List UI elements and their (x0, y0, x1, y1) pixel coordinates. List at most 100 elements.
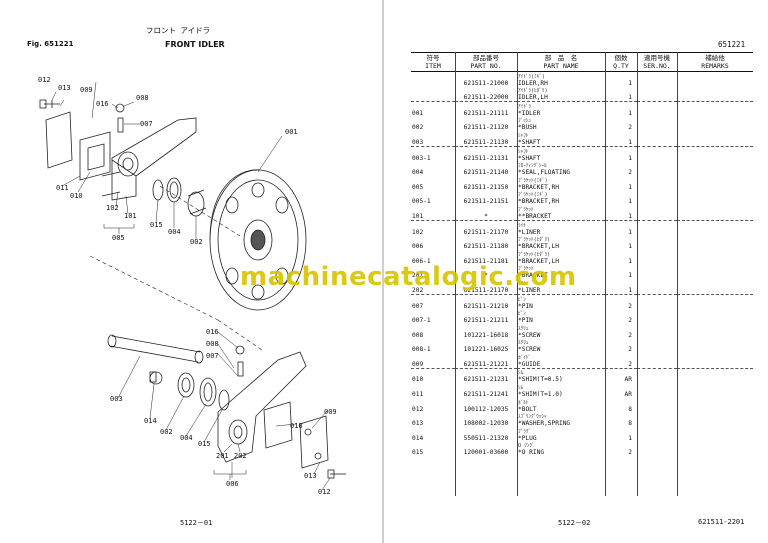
remarks-cell (677, 383, 753, 398)
item-cell: 002 (412, 124, 424, 132)
serial-cell (637, 383, 677, 398)
part-name-cell: ｼｬﾌﾄ*SHAFT (517, 146, 605, 162)
remarks-cell (677, 72, 753, 87)
serial-cell (637, 353, 677, 369)
part-name-cell: ﾌﾞﾗｹｯﾄ**BRACKET (517, 205, 605, 221)
item-cell: 006 (412, 243, 424, 251)
serial-cell (637, 324, 677, 339)
part-name-en: *SHAFT (518, 154, 541, 162)
column-divider (605, 52, 606, 496)
right-footer-center: 5122－02 (558, 519, 591, 527)
part-name-kana: ｱｲﾄﾞﾗ(ﾐｷﾞ) (518, 73, 545, 80)
item-cell: 009 (411, 353, 455, 369)
column-divider (677, 52, 678, 496)
remarks-cell (677, 265, 753, 280)
serial-cell (637, 279, 677, 295)
serial-cell (637, 191, 677, 206)
part-callout: 003 (110, 395, 123, 403)
part-name-cell: ｼｬﾌﾄ*SHAFT (517, 131, 605, 147)
qty-cell: 1 (605, 205, 637, 221)
part-number-cell: 100112-12035 (463, 405, 509, 413)
remarks-cell (677, 398, 753, 413)
part-callout: 001 (285, 128, 298, 136)
part-number-cell: 621511-21181 (463, 257, 509, 265)
part-number-cell: * (455, 205, 517, 221)
item-cell: 005 (412, 183, 424, 191)
part-callout: 006 (226, 480, 239, 488)
remarks-cell (677, 413, 753, 428)
serial-cell (637, 427, 677, 442)
item-cell: 003 (411, 131, 455, 147)
part-callout: 202 (234, 452, 247, 460)
remarks-cell (677, 250, 753, 265)
part-name-en: *GUIDE (518, 360, 541, 368)
part-name-cell: ｽｸﾘｭ*SCREW (517, 324, 605, 339)
item-cell: 202 (411, 279, 455, 295)
item-cell: 010 (412, 376, 424, 384)
qty-cell: 2 (628, 449, 632, 457)
part-name-cell: O ﾘﾝｸﾞ*O RING (517, 442, 605, 456)
part-callout: 002 (190, 238, 203, 246)
part-callout: 015 (150, 221, 163, 229)
item-cell: 006-1 (412, 257, 431, 265)
part-callout: 007 (206, 352, 219, 360)
part-name-en: *BOLT (518, 405, 537, 413)
part-name-en: *SHIM(T=1.0) (518, 391, 563, 399)
part-number-cell: 621511-21151 (463, 198, 509, 206)
part-name-en: IDLER,LH (518, 94, 548, 102)
serial-cell (637, 176, 677, 191)
qty-cell: 1 (605, 279, 637, 295)
part-name-en: *WASHER,SPRING (518, 420, 571, 428)
part-name-cell: ﾌﾞﾗｹｯﾄ(ﾐｷﾞ)*BRACKET,RH (517, 176, 605, 191)
part-number-cell: 621511-21180 (463, 243, 509, 251)
serial-cell (637, 220, 677, 235)
serial-cell (637, 310, 677, 325)
part-callout: 102 (106, 204, 119, 212)
part-name-kana: ﾎﾞﾙﾄ (518, 399, 529, 406)
part-name-en: *IDLER (518, 109, 541, 117)
part-number-cell: * (484, 272, 488, 280)
qty-cell: 1 (628, 434, 632, 442)
item-cell: 012 (412, 405, 424, 413)
part-number-cell: 621511-21000 (463, 79, 509, 87)
remarks-cell (677, 294, 753, 309)
part-name-en: **BRACKET (518, 212, 552, 220)
item-cell (411, 86, 455, 103)
serial-cell (637, 102, 677, 117)
title-japanese: フロント アイドラ (146, 26, 211, 35)
part-name-en: *SHIM(T=0.5) (518, 376, 563, 384)
qty-cell: 1 (628, 109, 632, 117)
part-name-kana: ｽﾌﾟﾘﾝｸﾞﾜｯｼｬ (518, 414, 547, 421)
part-name-kana: ｼｬﾌﾄ (518, 132, 529, 139)
part-callout: 011 (56, 184, 69, 192)
part-callout: 009 (80, 86, 93, 94)
remarks-cell (677, 205, 753, 221)
part-number-cell: 120001-03600 (463, 449, 509, 457)
part-name-kana: ﾌﾞﾗｹｯﾄ(ﾐｷﾞ) (518, 177, 548, 184)
part-name-kana: ﾋﾟﾝ (518, 296, 526, 303)
part-name-kana: O ﾘﾝｸﾞ (518, 443, 535, 450)
part-name-cell: ﾌﾟﾗｸﾞ*PLUG (517, 427, 605, 442)
part-name-cell: ｽﾌﾟﾘﾝｸﾞﾜｯｼｬ*WASHER,SPRING (517, 413, 605, 428)
part-name-en: *SEAL,FLOATING (518, 169, 571, 177)
part-callout: 016 (206, 328, 219, 336)
part-name-cell: ﾗｲﾅ*LINER (517, 220, 605, 236)
part-name-cell: ﾌﾛｰﾃｨﾝｸﾞｼｰﾙ*SEAL,FLOATING (517, 162, 605, 177)
part-number-cell: 621511-21211 (463, 317, 509, 325)
item-cell: 004 (412, 169, 424, 177)
qty-cell: 1 (628, 243, 632, 251)
diagram-page: フロント アイドラ Fig. 651221 FRONT IDLER (27, 26, 346, 527)
part-number-cell: 621511-21150 (463, 183, 509, 191)
part-callout: 201 (216, 452, 229, 460)
part-name-kana: ｱｲﾄﾞﾗ(ﾋﾀﾞﾘ) (518, 88, 548, 95)
remarks-cell (677, 427, 753, 442)
part-name-en: *PLUG (518, 434, 537, 442)
